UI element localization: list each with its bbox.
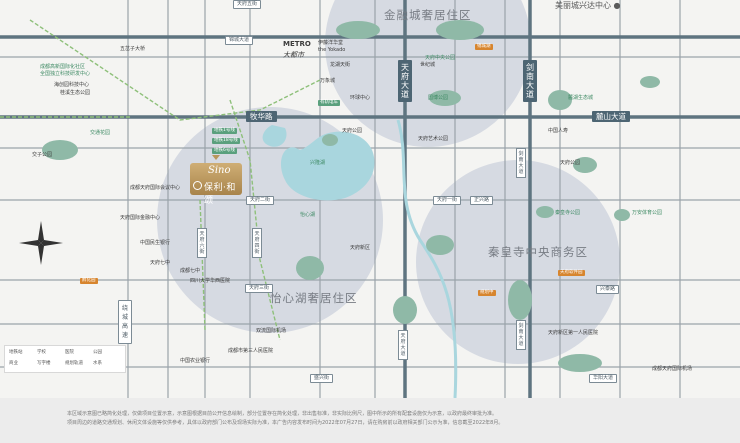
road-tag-jiannan-south: 剑南大道	[516, 320, 526, 350]
metro-lines	[0, 19, 321, 341]
poi-center: 天府中央公园	[425, 55, 456, 61]
project-script: Sino	[208, 165, 231, 176]
legend-item: 学校	[37, 350, 46, 355]
parks	[42, 20, 660, 372]
poi-center: 环球中心	[350, 95, 371, 101]
zone-title-north: 金融城奢居住区	[384, 8, 472, 22]
poi-right: 天府公园	[560, 160, 581, 166]
poi-right: 秦皇寺公园	[555, 210, 581, 216]
project-name: 保利·和颂	[204, 183, 236, 206]
poi-left: 天府国际金融中心	[120, 215, 161, 221]
zone-circle-qinhuangsi	[416, 160, 620, 364]
metro-brand: 大都市	[283, 51, 304, 59]
legend-item: 写字楼	[37, 361, 51, 366]
poi-left: 五岔子大桥	[120, 46, 146, 52]
poi-center: 伊藤洋华堂	[318, 40, 344, 46]
poi-center: 天府公园	[342, 128, 363, 134]
poi-left: 交通花园	[90, 130, 111, 136]
poi-center: 龙湖天街	[330, 62, 351, 68]
project-pin	[212, 155, 220, 160]
road-tag-jincheng: 锦城大道	[225, 36, 254, 45]
landmark-tag: 孵化园	[80, 278, 98, 284]
road-tag-tianfu-4th: 天府四街	[252, 228, 262, 258]
road-tag-shengxing: 盛兴街	[310, 374, 334, 383]
landmark-tag: 天府软件园	[558, 270, 585, 276]
road-tag-tianfu-6th: 天府六街	[197, 228, 207, 258]
map-legend: 地铁站 学校 医院 公园 商业 写字楼 规划轨道 水系	[4, 345, 126, 373]
header-landmark-label: 美丽城兴达中心 ●	[555, 1, 621, 10]
zone-title-lake: 怡心湖奢居住区	[270, 291, 358, 305]
legend-item: 商业	[9, 361, 18, 366]
road-tag-tianfu-2nd: 天府二街	[246, 196, 275, 205]
legend-item: 规划轨道	[65, 361, 83, 366]
poi-left: 成都高新国际化社区	[40, 64, 86, 70]
road-tag-tianfu-1st: 天府一街	[433, 196, 462, 205]
poi-center: the Yokado	[318, 47, 346, 53]
poi-right: 成都天府国际机场	[652, 366, 693, 372]
road-tag-top: 天府五街	[233, 0, 262, 9]
metro-tag: 地铁18号线	[212, 138, 240, 144]
poi-right: 万安体育公园	[632, 210, 663, 216]
metro-tag: 地铁1号线	[212, 128, 237, 134]
road-label-ring-expressway: 绕城高速	[118, 300, 132, 344]
poi-center: 万象城	[320, 78, 336, 84]
road-label-muhua-rd: 牧华路	[246, 111, 277, 122]
legend-item: 水系	[93, 361, 102, 366]
poi-left: 怡心湖	[300, 212, 316, 218]
road-tag-tianfu-3rd: 天府三街	[245, 284, 274, 293]
poi-left: 成都市第三人民医院	[228, 348, 274, 354]
metro-logo: METRO	[283, 40, 311, 48]
road-tag-jiannan-north: 剑南大道	[516, 148, 526, 178]
poi-left: 中国农业银行	[180, 358, 211, 364]
poi-left: 海创园科技中心	[54, 82, 90, 88]
metro-tag: 有轨电车	[318, 100, 340, 106]
road-tag-zhengxing: 正兴路	[470, 196, 494, 205]
project-logo-icon	[193, 181, 202, 190]
poi-center: 天府新区	[350, 245, 371, 251]
disclaimer-footer: 本区域示意图已略简化处理，仅做项目位置示意，示意图根据目前公开信息绘制，部分位置…	[0, 398, 740, 443]
poi-left: 桂溪生态公园	[60, 90, 91, 96]
poi-left: 天府七中	[150, 260, 171, 266]
poi-center: 双流国际机场	[256, 328, 287, 334]
road-tag-xingtai: 兴泰路	[596, 285, 620, 294]
disclaimer-line-1: 本区域示意图已略简化处理，仅做项目位置示意，示意图根据目前公开信息绘制，部分位置…	[67, 411, 498, 417]
poi-left: 成都天府国际会议中心	[130, 185, 181, 191]
legend-item: 公园	[93, 350, 102, 355]
poi-left: 四川大学华西医院	[190, 278, 231, 284]
disclaimer-line-2: 项目周边的道路交通规划、休闲文体设施等仅供参考，具体以政府部门公布及现场实际为准…	[67, 420, 504, 426]
road-label-lushan-ave: 麓山大道	[592, 111, 630, 122]
poi-center: 天府艺术公园	[418, 136, 449, 142]
river-water	[396, 119, 458, 399]
road-label-jiannan-ave: 剑南大道	[523, 60, 537, 102]
pond-water	[262, 125, 287, 147]
poi-right: 麓湖生态城	[568, 95, 594, 101]
landmark-tag: 规划中	[478, 290, 496, 296]
lake-water	[280, 131, 375, 201]
poi-right: 中国人寿	[548, 128, 569, 134]
poi-left: 成都七中	[180, 268, 201, 274]
legend-item: 医院	[65, 350, 74, 355]
poi-center: 兴隆湖	[310, 160, 326, 166]
poi-center: 国博公园	[428, 95, 449, 101]
road-tag-tianfu-south: 天府大道	[398, 330, 408, 360]
poi-center: 世纪城	[420, 62, 436, 68]
poi-left: 中国民生银行	[140, 240, 171, 246]
poi-left: 交子公园	[32, 152, 53, 158]
road-tag-huayang: 华阳大道	[589, 374, 618, 383]
landmark-tag: 锦城湖	[475, 44, 493, 50]
project-marker[interactable]: Sino 保利·和颂	[190, 163, 242, 206]
zone-title-qinhuangsi: 秦皇寺中央商务区	[488, 245, 588, 259]
poi-left: 全国独立科技研发中心	[40, 71, 91, 77]
poi-right: 天府新区第一人民医院	[548, 330, 599, 336]
legend-item: 地铁站	[9, 350, 23, 355]
metro-tag: 地铁6号线	[212, 148, 237, 154]
road-label-tianfu-ave: 天府大道	[398, 60, 412, 102]
compass-rose	[19, 221, 63, 265]
